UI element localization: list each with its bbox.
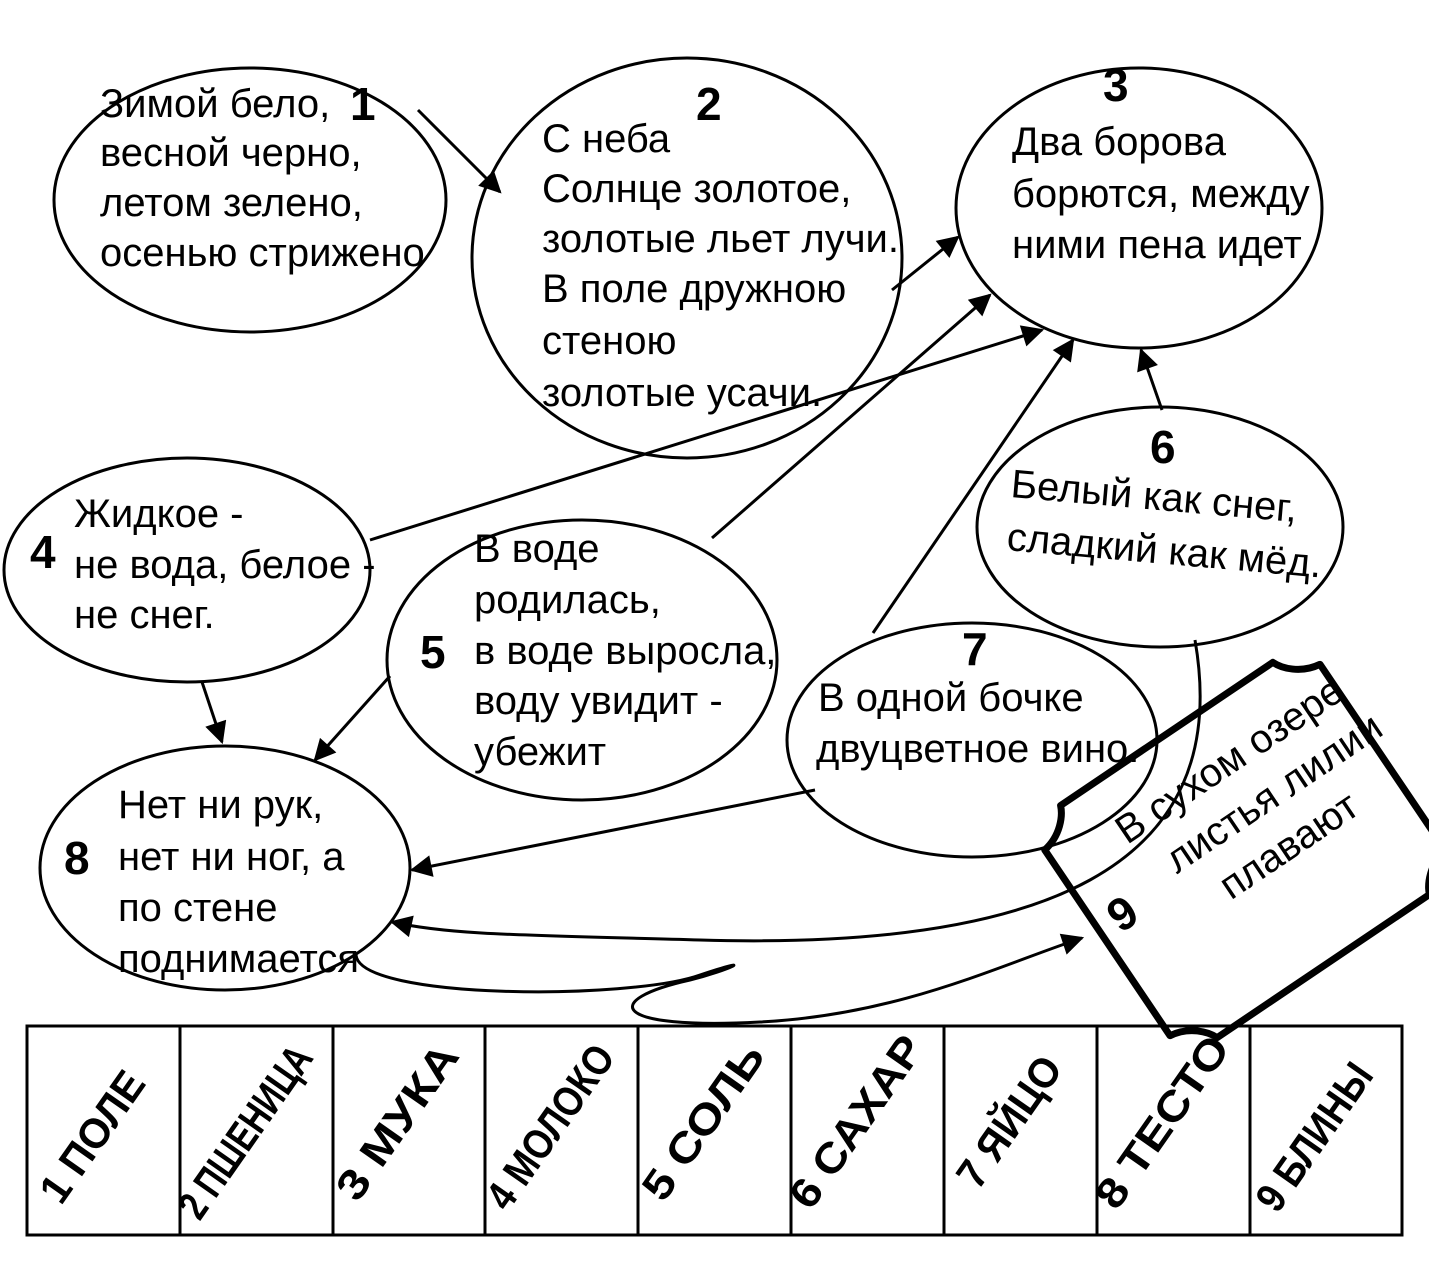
answer-cell-9: 9 БЛИНЫ [1246,1054,1382,1220]
arrow-6-to-8 [389,639,1202,943]
riddle-1-line-4: осенью стрижено [100,231,425,275]
riddle-2-line-4: В поле дружною [542,267,846,311]
arrow-2-to-3 [891,235,960,292]
answer-cell-8: 8 ТЕСТО [1086,1026,1239,1217]
riddle-5-bubble [385,518,779,802]
riddle-6: 6 Белый как снег, сладкий как мёд. [975,405,1345,649]
riddle-8-line-4: поднимается [118,937,359,981]
riddle-7-line-2: двуцветное вино. [816,727,1139,771]
arrow-5-to-3 [711,293,992,540]
riddle-5-line-4: воду увидит - [474,679,723,723]
riddle-3: 3 Два борова борются, между ними пена ид… [954,59,1324,350]
riddle-1-line-1: Зимой бело, [100,82,330,126]
arrow-1-to-2 [416,108,502,194]
riddle-1-line-3: летом зелено, [100,181,363,225]
connectors [200,108,1202,1025]
riddle-8-line-2: нет ни ног, а [118,835,345,879]
answer-strip: 1 ПОЛЕ 2 ПШЕНИЦА 3 МУКА 4 МОЛОКО 5 СОЛЬ … [25,1024,1404,1237]
riddle-8-line-3: по стене [118,886,277,930]
riddle-3-line-2: борются, между [1012,172,1310,216]
riddle-4-line-3: не снег. [74,593,215,637]
riddle-8-bubble [38,744,412,992]
riddle-2-number: 2 [696,78,722,130]
riddle-4-line-1: Жидкое - [74,492,244,536]
riddle-6-bubble [975,405,1345,649]
riddle-5-line-2: родилась, [474,578,661,622]
answer-cell-2: 2 ПШЕНИЦА [169,1036,322,1227]
riddle-1-line-2: весной черно, [100,131,362,175]
riddle-7-line-1: В одной бочке [818,676,1084,720]
riddle-2-bubble [470,56,904,460]
answer-cell-5: 5 СОЛЬ [632,1034,774,1208]
riddle-2-line-5: стеною [542,319,676,363]
riddle-9-tag-frame [1041,658,1429,1042]
answer-cell-6: 6 САХАР [780,1026,933,1217]
riddle-2-line-2: Солнце золотое, [542,167,851,211]
riddle-4-line-2: не вода, белое - [74,543,376,587]
riddle-3-bubble [954,66,1324,350]
riddle-4-bubble [2,456,372,684]
riddle-5-number: 5 [420,626,446,678]
riddle-1: Зимой бело, весной черно, летом зелено, … [52,66,448,334]
riddle-2-line-3: золотые льет лучи. [542,217,899,261]
riddle-5-line-5: убежит [474,730,606,774]
answer-cell-3: 3 МУКА [326,1034,468,1208]
riddle-7-number: 7 [962,623,988,675]
riddle-3-line-3: ними пена идет [1012,223,1302,267]
riddle-1-number: 1 [350,78,376,130]
riddle-7: 7 В одной бочке двуцветное вино. [785,621,1159,859]
riddle-4-number: 4 [30,526,56,578]
arrow-7-to-8 [409,788,816,877]
answer-cell-4: 4 МОЛОКО [476,1035,623,1218]
riddle-1-bubble [52,66,448,334]
riddle-8-line-1: Нет ни рук, [118,783,323,827]
answer-cell-1: 1 ПОЛЕ [30,1062,155,1212]
riddle-5: 5 В воде родилась, в воде выросла, воду … [385,518,779,802]
arrow-8-to-9 [354,933,1085,1025]
answer-strip-frame [25,1024,1404,1237]
riddle-2: 2 С неба Солнце золотое, золотые льет лу… [470,56,904,460]
arrow-4-to-3 [369,325,1045,542]
arrow-5-to-8 [313,675,392,762]
arrow-4-to-8 [200,681,227,745]
riddle-6-number: 6 [1150,421,1176,473]
riddle-3-line-1: Два борова [1012,120,1227,164]
riddle-3-number: 3 [1103,59,1129,111]
answer-cell-7: 7 ЯЙЦО [946,1046,1071,1196]
riddle-8: 8 Нет ни рук, нет ни ног, а по стене под… [38,744,412,992]
riddle-4: 4 Жидкое - не вода, белое - не снег. [2,456,376,684]
riddle-2-line-1: С неба [542,117,671,161]
riddle-2-line-6: золотые усачи. [542,371,822,415]
riddle-5-line-1: В воде [474,527,600,571]
riddle-5-line-3: в воде выросла, [474,629,776,673]
riddle-9: В сухом озере листья лилии плавают 9 [1041,658,1429,1042]
arrow-7-to-3 [871,338,1075,634]
riddle-8-number: 8 [64,832,90,884]
arrow-6-to-3 [1137,347,1164,411]
